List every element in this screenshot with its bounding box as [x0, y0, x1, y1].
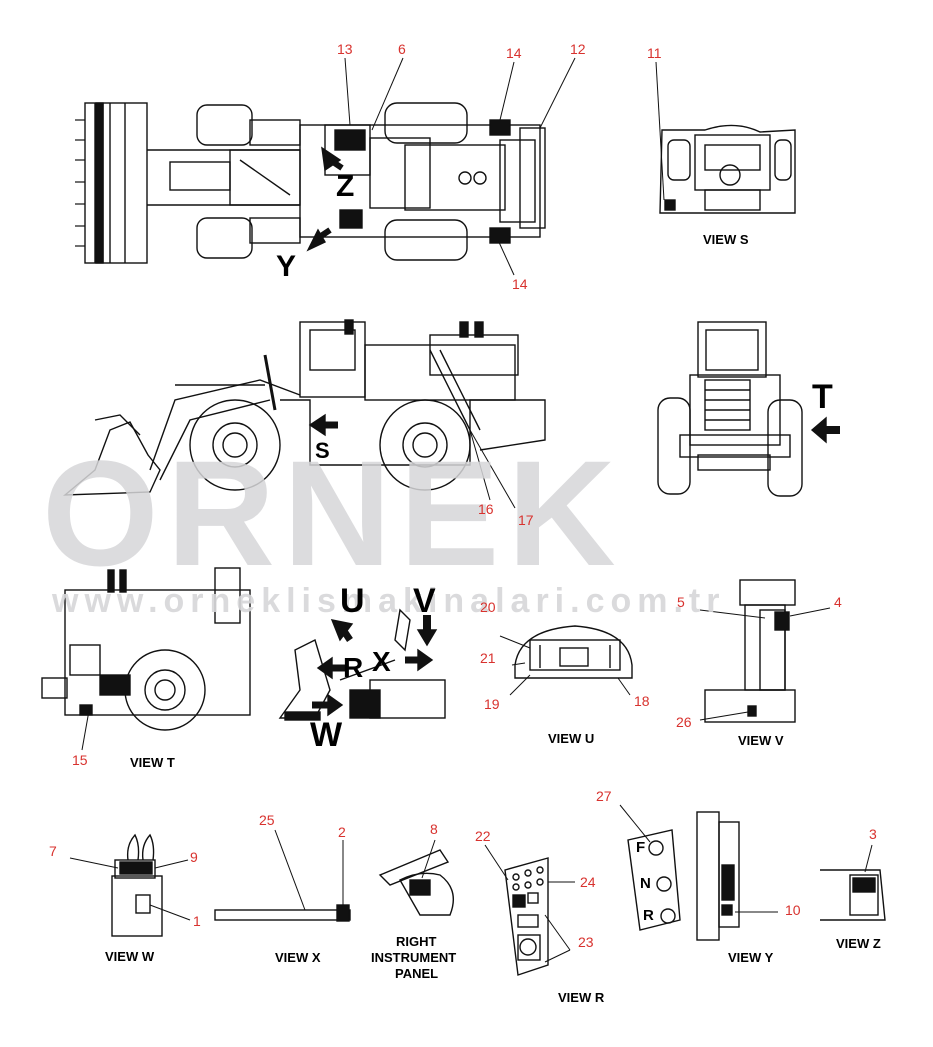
view-u-drawing — [499, 625, 633, 696]
callout-6: 6 — [398, 41, 406, 57]
callout-19: 19 — [484, 696, 500, 712]
watermark-brand: ORNEK — [42, 429, 624, 597]
shift-gate-drawing — [619, 804, 681, 931]
callout-23: 23 — [578, 934, 594, 950]
cab-interior-drawing — [278, 608, 446, 721]
caption-view-s: VIEW S — [703, 232, 749, 247]
caption-right-instrument-panel-3: PANEL — [395, 966, 439, 981]
caption-view-y: VIEW Y — [728, 950, 774, 965]
callout-26: 26 — [676, 714, 692, 730]
callout-15: 15 — [72, 752, 88, 768]
view-letter-y: Y — [276, 250, 297, 283]
right-instrument-panel-drawing — [378, 839, 454, 916]
callout-20: 20 — [480, 599, 496, 615]
caption-view-t: VIEW T — [130, 755, 175, 770]
view-r-drawing — [484, 844, 575, 976]
view-letter-w: W — [310, 716, 343, 754]
view-v-drawing — [699, 579, 831, 723]
callout-2: 2 — [338, 824, 346, 840]
callout-1: 1 — [193, 913, 201, 929]
caption-view-x: VIEW X — [275, 950, 321, 965]
view-letter-z: Z — [336, 170, 355, 203]
caption-view-v: VIEW V — [738, 733, 784, 748]
callout-18: 18 — [634, 693, 650, 709]
callout-7: 7 — [49, 843, 57, 859]
callout-3: 3 — [869, 826, 877, 842]
view-letter-x: X — [372, 646, 391, 677]
caption-right-instrument-panel-2: INSTRUMENT — [371, 950, 457, 965]
callout-14b: 14 — [512, 276, 528, 292]
gear-letter-r: R — [643, 907, 654, 924]
callout-24: 24 — [580, 874, 596, 890]
callout-12: 12 — [570, 41, 586, 57]
caption-right-instrument-panel-1: RIGHT — [396, 934, 437, 949]
view-letter-v: V — [413, 582, 436, 620]
view-letter-s: S — [315, 438, 330, 463]
view-y-drawing — [696, 811, 778, 941]
callout-14a: 14 — [506, 45, 522, 61]
rear-view-drawing — [657, 321, 840, 497]
view-z-drawing — [820, 844, 886, 921]
callout-10: 10 — [785, 902, 801, 918]
view-x-drawing — [214, 829, 351, 922]
view-letter-t: T — [812, 378, 833, 416]
callout-4: 4 — [834, 594, 842, 610]
callout-25: 25 — [259, 812, 275, 828]
view-letter-r: R — [343, 652, 364, 683]
callout-5: 5 — [677, 594, 685, 610]
callout-11: 11 — [647, 45, 662, 61]
callout-21: 21 — [480, 650, 496, 666]
caption-view-u: VIEW U — [548, 731, 595, 746]
view-t-drawing — [41, 567, 251, 751]
watermark-url: www.orneklismakinalari.com.tr — [52, 582, 726, 620]
side-view-drawing — [62, 319, 546, 509]
caption-view-w: VIEW W — [105, 949, 155, 964]
top-view-drawing — [75, 102, 546, 264]
gear-letter-n: N — [640, 875, 651, 892]
callout-9: 9 — [190, 849, 198, 865]
caption-view-z: VIEW Z — [836, 936, 881, 951]
gear-letter-f: F — [636, 839, 646, 856]
callout-22: 22 — [475, 828, 491, 844]
callout-13: 13 — [337, 41, 353, 57]
callout-16: 16 — [478, 501, 494, 517]
callout-8: 8 — [430, 821, 438, 837]
view-s-drawing — [659, 124, 796, 214]
callout-17: 17 — [518, 512, 534, 528]
caption-view-r: VIEW R — [558, 990, 605, 1005]
callout-27: 27 — [596, 788, 612, 804]
view-letter-u: U — [340, 582, 365, 620]
view-w-drawing — [69, 833, 191, 937]
